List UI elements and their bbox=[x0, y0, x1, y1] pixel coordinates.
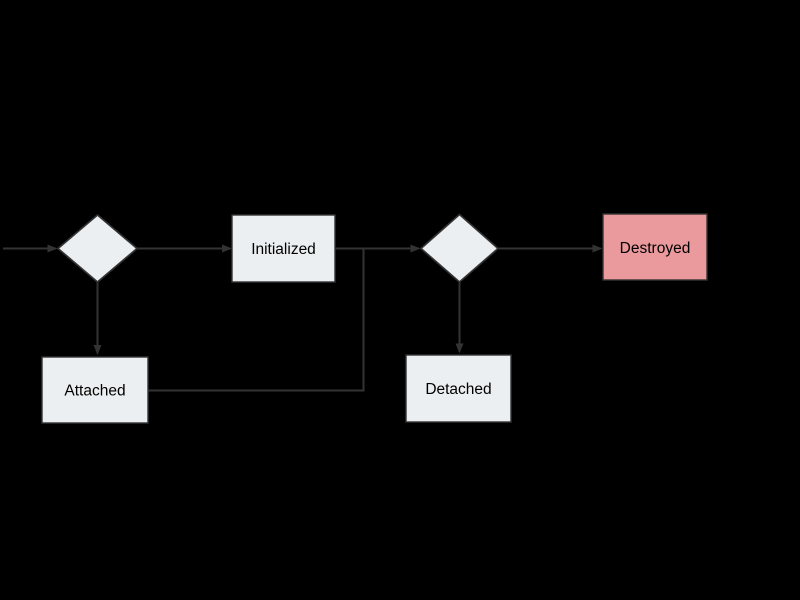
node-detached bbox=[405, 354, 512, 423]
node-decision1-diamond bbox=[56, 213, 139, 284]
node-attached-label: Attached bbox=[64, 383, 125, 400]
node-attached bbox=[41, 356, 149, 424]
node-destroyed bbox=[602, 213, 708, 281]
node-destroyed-label: Destroyed bbox=[620, 240, 691, 257]
node-decision2-diamond bbox=[419, 213, 500, 284]
node-initialized bbox=[231, 214, 336, 283]
node-detached-label: Detached bbox=[425, 381, 491, 398]
node-initialized-label: Initialized bbox=[251, 241, 316, 258]
edge-attached-to-decision2 bbox=[148, 248, 365, 392]
